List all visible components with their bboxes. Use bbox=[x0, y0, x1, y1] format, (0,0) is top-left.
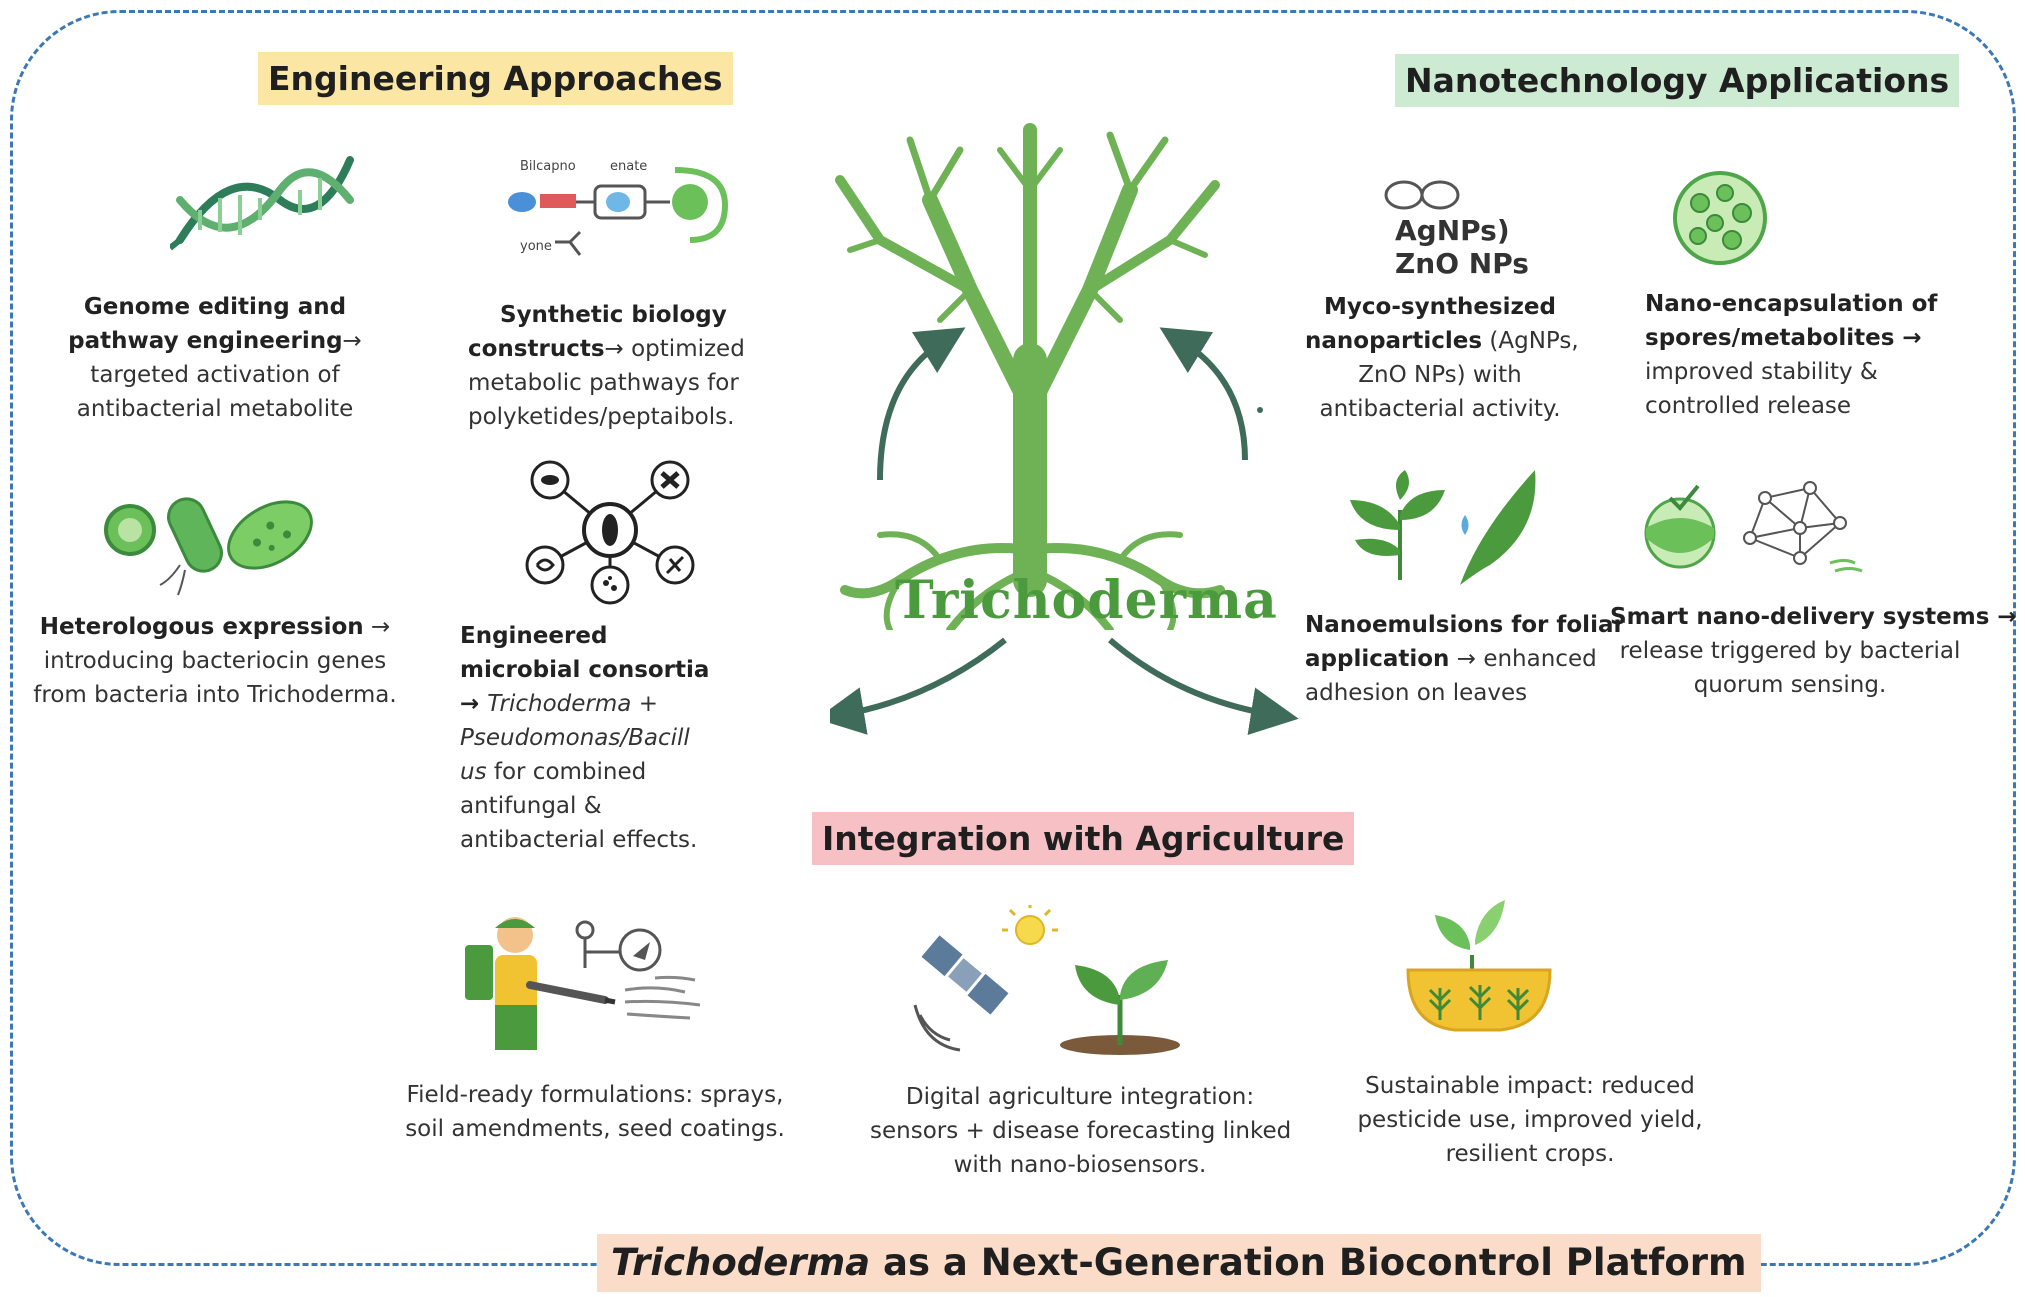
footer-title: Trichoderma as a Next-Generation Biocont… bbox=[597, 1234, 1761, 1292]
genome-editing-caption: Genome editing and pathway engineering→ … bbox=[68, 294, 362, 422]
svg-text:ZnO NPs: ZnO NPs bbox=[1395, 247, 1529, 280]
svg-text:AgNPs): AgNPs) bbox=[1395, 214, 1510, 247]
farmer-sprayer-icon bbox=[465, 917, 701, 1050]
nanotechnology-header: Nanotechnology Applications bbox=[1395, 54, 1960, 108]
bacteria-icon bbox=[104, 497, 313, 596]
sustainable-crops-icon bbox=[1406, 900, 1552, 1032]
nanoparticles-icon: AgNPs) ZnO NPs bbox=[1384, 180, 1529, 280]
myco-synthesized-caption: Myco-synthesized nanoparticles (AgNPs, Z… bbox=[1305, 294, 1579, 422]
nano-capsule-icon bbox=[1673, 171, 1767, 265]
smart-delivery-icon bbox=[1644, 481, 1863, 573]
field-ready-caption: Field-ready formulations: sprays, soil a… bbox=[405, 1082, 785, 1142]
trichoderma-label: Trichoderma bbox=[895, 570, 1278, 631]
agriculture-header: Integration with Agriculture bbox=[812, 812, 1355, 866]
svg-text:yone: yone bbox=[520, 239, 552, 254]
nano-encapsulation-caption: Nano-encapsulation of spores/metabolites… bbox=[1645, 291, 1938, 419]
trichoderma-tree-icon bbox=[835, 123, 1225, 630]
cycle-arrows-icon bbox=[830, 327, 1299, 735]
sustainable-impact-caption: Sustainable impact: reduced pesticide us… bbox=[1357, 1073, 1703, 1167]
synthetic-construct-icon: Bilcapno enate yone bbox=[508, 159, 729, 256]
leaves-droplet-icon bbox=[1350, 470, 1536, 585]
svg-text:Bilcapno: Bilcapno bbox=[520, 159, 576, 174]
microbial-consortia-caption: Engineered microbial consortia → Trichod… bbox=[460, 623, 710, 853]
dna-helix-icon bbox=[170, 156, 354, 251]
satellite-plant-icon bbox=[913, 905, 1180, 1055]
heterologous-expression-caption: Heterologous expression → introducing ba… bbox=[33, 614, 397, 708]
microbial-consortia-icon bbox=[525, 460, 695, 605]
digital-agriculture-caption: Digital agriculture integration: sensors… bbox=[870, 1084, 1292, 1178]
nanoemulsions-caption: Nanoemulsions for foliar application → e… bbox=[1305, 612, 1625, 706]
engineering-header: Engineering Approaches bbox=[258, 52, 733, 106]
synthetic-biology-caption: Synthetic biology constructs→ optimized … bbox=[468, 302, 745, 430]
svg-text:enate: enate bbox=[610, 159, 647, 174]
smart-nano-delivery-caption: Smart nano-delivery systems → release tr… bbox=[1610, 604, 2017, 698]
